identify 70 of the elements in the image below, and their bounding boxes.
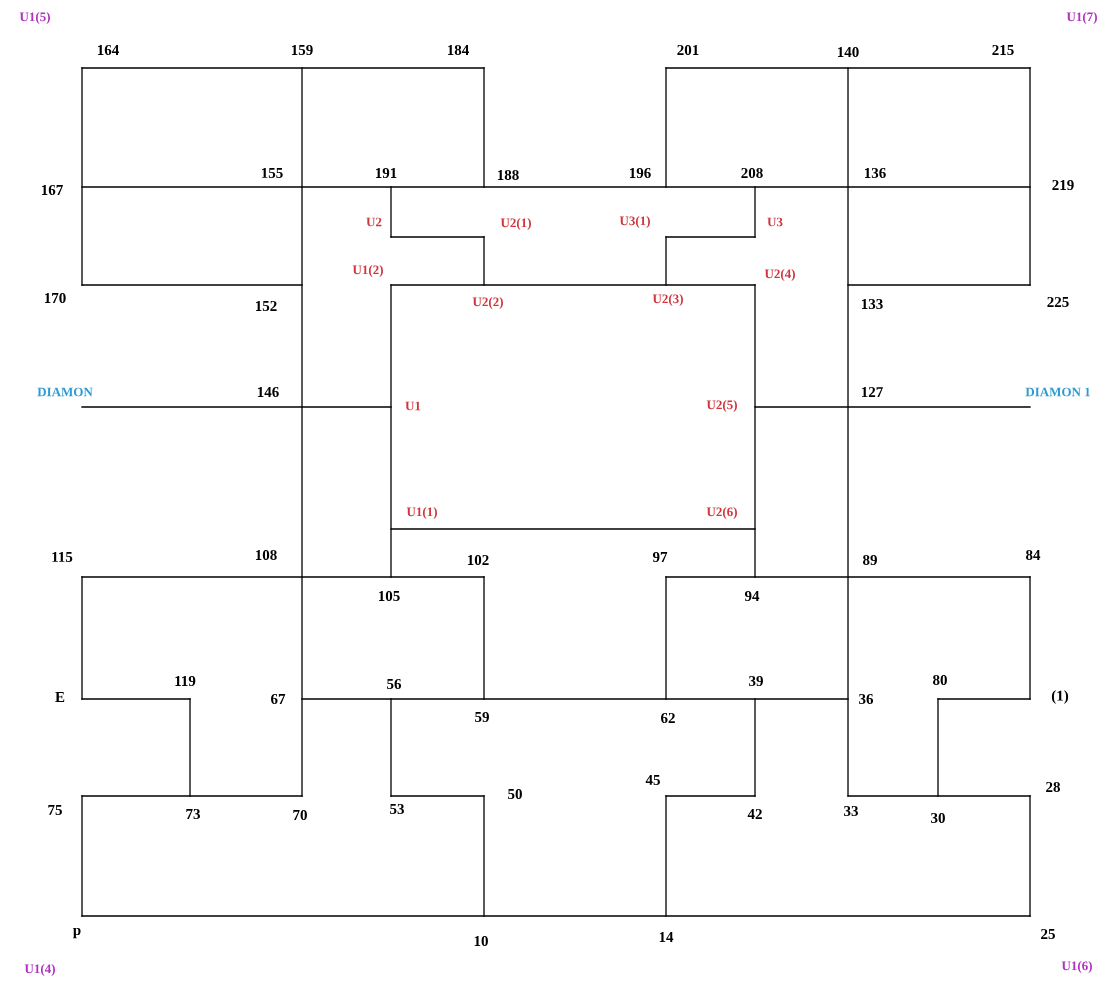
unit-label: U2(4)	[764, 269, 795, 281]
terminal-label: DIAMON 1	[1025, 387, 1090, 397]
unit-label: U2(5)	[706, 400, 737, 412]
point-number: 133	[861, 298, 883, 310]
unit-label: U2	[366, 217, 382, 227]
terminal-label: DIAMON	[37, 387, 93, 397]
point-number: 184	[447, 44, 469, 56]
unit-label: U3(1)	[619, 216, 650, 228]
unit-label: U2(1)	[500, 218, 531, 230]
point-number: E	[55, 692, 65, 702]
point-number: 53	[390, 803, 404, 815]
point-number: 159	[291, 44, 313, 56]
point-number: 225	[1047, 296, 1069, 308]
point-number: 39	[749, 675, 763, 687]
point-number: 42	[747, 809, 762, 819]
point-number: 70	[293, 809, 307, 821]
unit-label: U2(3)	[652, 294, 683, 306]
point-number: 191	[375, 167, 397, 179]
point-number: 73	[186, 808, 200, 820]
point-number: 167	[41, 184, 63, 196]
point-number: 36	[859, 693, 874, 705]
point-number: 67	[271, 693, 286, 705]
unit-label: U1	[405, 401, 421, 411]
unit-label: U1(1)	[406, 507, 437, 519]
point-number: 80	[933, 674, 947, 686]
unit-label: U1(5)	[19, 12, 50, 24]
point-number: 75	[48, 805, 62, 815]
point-number: 89	[863, 554, 877, 566]
point-number: 94	[744, 590, 760, 602]
point-number: 164	[97, 44, 119, 56]
point-number: 10	[474, 935, 488, 947]
point-number: 30	[931, 812, 945, 824]
point-number: 140	[837, 46, 859, 58]
point-number: 33	[844, 805, 858, 817]
unit-label: U2(6)	[706, 507, 737, 519]
unit-label: U1(2)	[352, 265, 383, 277]
unit-label: U1(7)	[1066, 12, 1097, 24]
point-number: (1)	[1051, 690, 1069, 704]
unit-label: U1(4)	[24, 964, 55, 976]
point-number: 208	[741, 167, 763, 179]
point-number: 170	[44, 292, 66, 304]
point-number: 152	[255, 300, 277, 312]
point-number: 219	[1052, 179, 1074, 191]
point-number: 25	[1041, 928, 1055, 940]
point-number: 56	[387, 678, 402, 690]
unit-label: U1(6)	[1061, 961, 1092, 973]
point-number: 196	[629, 167, 651, 179]
point-number: 59	[475, 711, 489, 723]
unit-label: U2(2)	[472, 297, 503, 309]
point-number: 215	[992, 44, 1014, 56]
point-number: p	[73, 927, 81, 939]
point-number: 119	[175, 675, 196, 687]
point-number: 97	[652, 551, 668, 563]
point-number: 146	[257, 386, 279, 398]
point-number: 84	[1026, 549, 1041, 561]
point-number: 108	[255, 549, 277, 561]
point-number: 201	[677, 44, 699, 56]
point-number: 127	[861, 387, 883, 397]
point-number: 188	[497, 169, 519, 181]
point-number: 14	[659, 932, 674, 942]
unit-label: U3	[767, 217, 783, 227]
point-number: 28	[1046, 781, 1060, 793]
point-number: 155	[261, 168, 283, 178]
point-number: 136	[864, 167, 886, 179]
point-number: 62	[661, 712, 675, 724]
point-number: 45	[645, 775, 660, 785]
point-number: 102	[467, 554, 489, 566]
point-number: 115	[52, 552, 73, 562]
point-number: 105	[378, 590, 400, 602]
point-number: 50	[508, 788, 522, 800]
